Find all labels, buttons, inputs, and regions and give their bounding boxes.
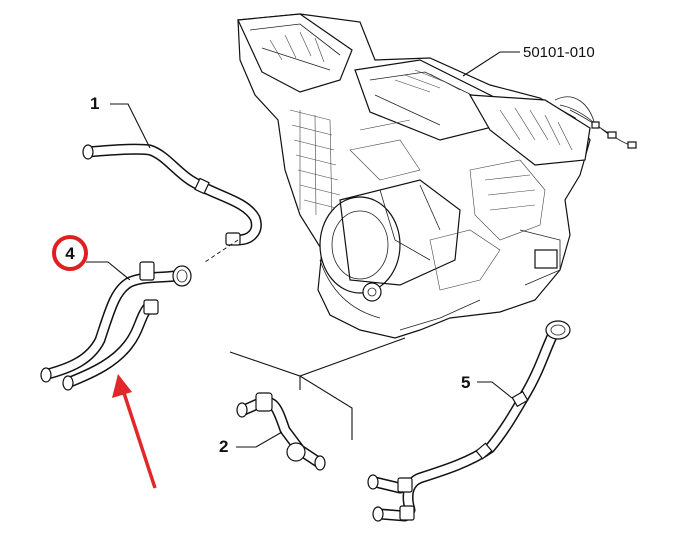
leader-callout-5 (477, 381, 513, 399)
branch-leader-lines (229, 337, 406, 440)
hose-part-5 (367, 320, 571, 522)
fitting-part-2 (236, 392, 326, 471)
hose-part-4 (40, 261, 192, 391)
assembly-ref-label: 50101-010 (523, 44, 595, 61)
callout-2: 2 (219, 437, 228, 456)
leader-callout-4 (86, 261, 131, 281)
callout-4: 4 (65, 244, 75, 263)
hose-part-1 (82, 143, 262, 246)
callout-4-highlight-ring (52, 235, 88, 271)
hvac-unit-drawing (237, 13, 637, 339)
leader-callout-2 (236, 431, 283, 448)
leader-callout-1 (110, 103, 151, 149)
callout-1: 1 (90, 94, 99, 113)
red-pointer-arrow (112, 374, 157, 489)
callout-5: 5 (461, 373, 470, 392)
leader-assembly-ref (462, 51, 520, 77)
